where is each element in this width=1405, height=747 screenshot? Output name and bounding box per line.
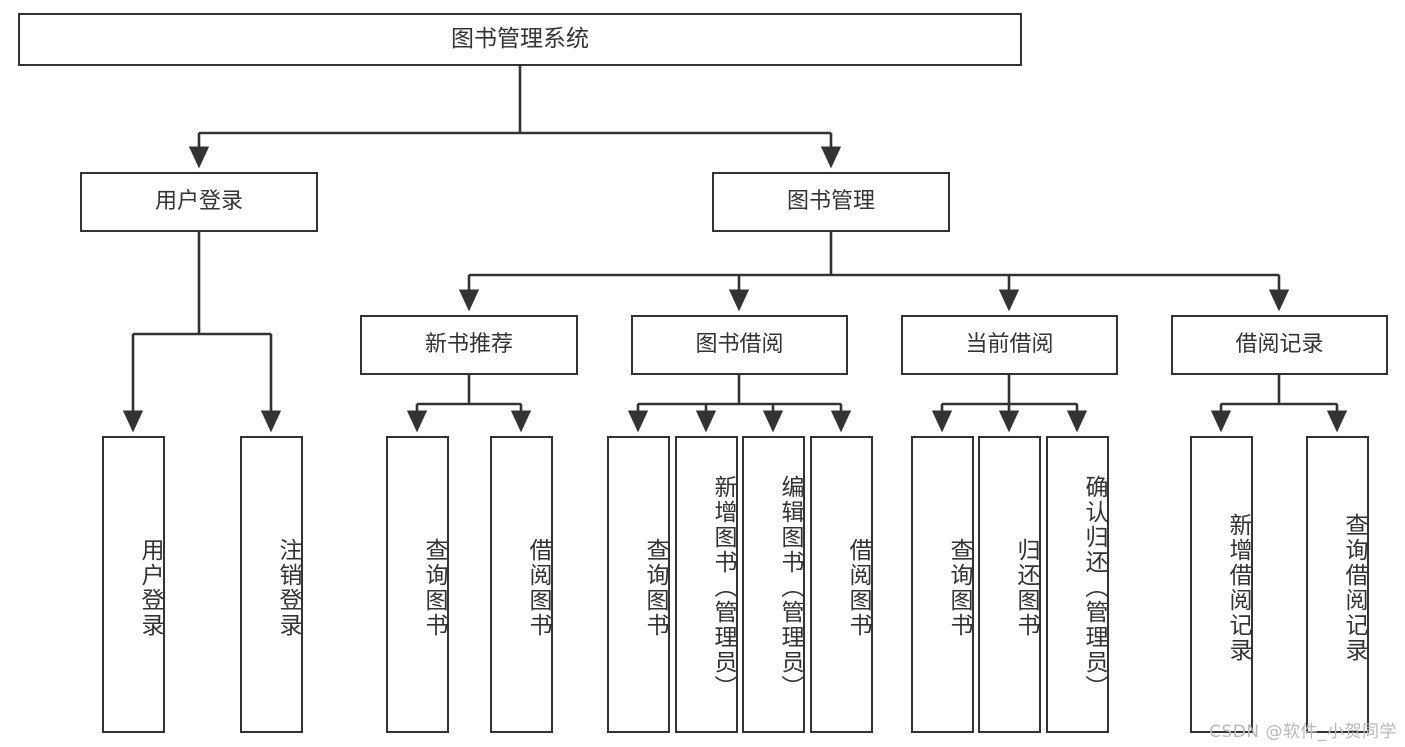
watermark: CSDN @软件_小贺同学 [1209,722,1397,742]
node-label: 用户登录 [154,189,243,215]
node-label: 新增图书（管理员） [710,475,736,700]
node-label: 归还图书 [1013,537,1039,638]
node-label: 图书借阅 [695,332,784,358]
leaf-add-book[interactable]: 新增图书（管理员） [675,436,738,733]
leaf-query-book-current[interactable]: 查询图书 [911,436,974,733]
leaf-query-book-recommend[interactable]: 查询图书 [386,436,449,733]
node-label: 查询图书 [421,537,447,638]
leaf-logout-login[interactable]: 注销登录 [240,436,303,733]
node-borrow-record[interactable]: 借阅记录 [1171,315,1388,375]
node-label: 借阅图书 [845,537,871,638]
node-label: 确认归还（管理员） [1081,475,1107,700]
leaf-borrow-book[interactable]: 借阅图书 [810,436,873,733]
node-label: 用户登录 [137,537,163,638]
node-current-borrow[interactable]: 当前借阅 [901,315,1118,375]
node-label: 借阅图书 [525,537,551,638]
leaf-borrow-book-recommend[interactable]: 借阅图书 [490,436,553,733]
node-new-book-recommend[interactable]: 新书推荐 [360,315,578,375]
node-label: 图书管理 [786,189,875,215]
node-user-login[interactable]: 用户登录 [80,172,318,232]
node-label: 当前借阅 [965,332,1054,358]
leaf-query-book-borrow[interactable]: 查询图书 [607,436,670,733]
node-label: 注销登录 [275,537,301,638]
leaf-query-borrow-record[interactable]: 查询借阅记录 [1306,436,1369,733]
node-root-system[interactable]: 图书管理系统 [18,13,1022,66]
leaf-add-borrow-record[interactable]: 新增借阅记录 [1190,436,1253,733]
leaf-user-login[interactable]: 用户登录 [102,436,165,733]
node-label: 图书管理系统 [451,25,589,52]
leaf-edit-book[interactable]: 编辑图书（管理员） [742,436,805,733]
node-book-management[interactable]: 图书管理 [712,172,950,232]
node-book-borrow[interactable]: 图书借阅 [631,315,848,375]
node-label: 查询图书 [642,537,668,638]
node-label: 借阅记录 [1235,332,1324,358]
node-label: 编辑图书（管理员） [777,475,803,700]
leaf-return-book[interactable]: 归还图书 [978,436,1041,733]
leaf-confirm-return[interactable]: 确认归还（管理员） [1046,436,1109,733]
node-label: 新书推荐 [424,332,513,358]
node-label: 查询借阅记录 [1341,512,1367,663]
node-label: 查询图书 [946,537,972,638]
node-label: 新增借阅记录 [1225,512,1251,663]
